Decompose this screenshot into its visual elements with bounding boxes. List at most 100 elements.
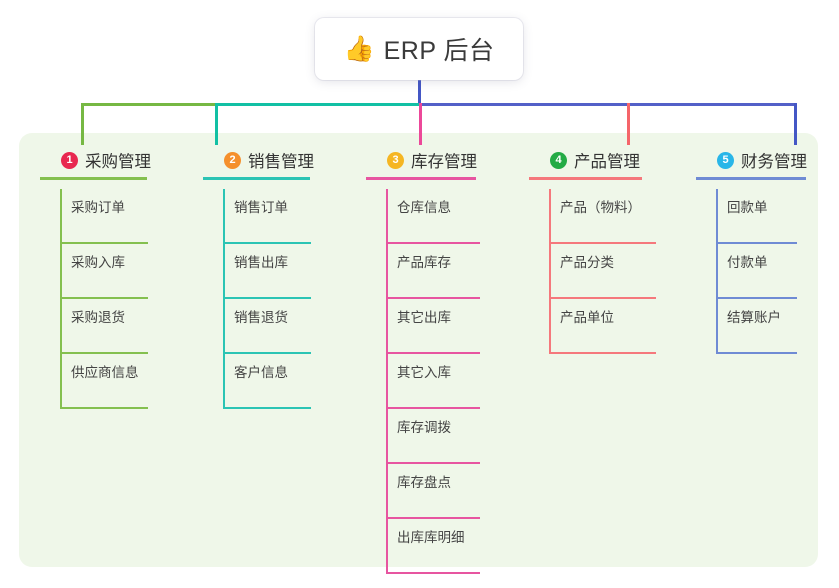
list-item[interactable]: 其它入库: [366, 354, 480, 409]
list-item-underline: [549, 352, 656, 354]
branch-column-product: 4 产品管理产品（物料） 产品分类产品单位: [529, 145, 656, 354]
thumbs-up-icon: 👍: [343, 34, 375, 63]
list-item-underline: [386, 462, 480, 464]
branch-spine-sales: [223, 189, 225, 409]
branch-header-product[interactable]: 4 产品管理: [529, 145, 642, 180]
list-item[interactable]: 采购入库: [40, 244, 151, 299]
branch-underline-procurement: [40, 177, 147, 180]
list-item[interactable]: 供应商信息: [40, 354, 151, 409]
list-item-label: 产品库存: [397, 255, 451, 270]
drop-pink: [419, 103, 422, 145]
list-item-underline: [386, 242, 480, 244]
list-item-label: 销售订单: [234, 200, 288, 215]
list-item-underline: [60, 407, 148, 409]
branch-header-procurement[interactable]: 1 采购管理: [40, 145, 151, 180]
list-item-underline: [386, 407, 480, 409]
list-item-label: 客户信息: [234, 365, 288, 380]
branch-title-procurement: 采购管理: [85, 153, 151, 171]
list-item-label: 回款单: [727, 200, 768, 215]
list-item-underline: [716, 242, 797, 244]
list-item-label: 销售退货: [234, 310, 288, 325]
list-item-label: 产品（物料）: [560, 200, 641, 215]
drop-green: [81, 103, 84, 145]
branch-items-procurement: 采购订单采购入库采购退货供应商信息: [40, 189, 151, 409]
list-item[interactable]: 销售出库: [203, 244, 314, 299]
diagram-panel: [19, 133, 818, 567]
branch-title-sales: 销售管理: [248, 153, 314, 171]
list-item-label: 库存盘点: [397, 475, 451, 490]
list-item[interactable]: 产品库存: [366, 244, 480, 299]
list-item[interactable]: 销售订单: [203, 189, 314, 244]
drop-salmon: [627, 103, 630, 145]
list-item-underline: [223, 352, 311, 354]
list-item[interactable]: 仓库信息: [366, 189, 480, 244]
list-item-underline: [386, 572, 480, 574]
bus-blue: [419, 103, 796, 106]
list-item-label: 产品单位: [560, 310, 614, 325]
list-item[interactable]: 采购订单: [40, 189, 151, 244]
list-item-underline: [223, 297, 311, 299]
branch-number-badge-product: 4: [550, 151, 567, 169]
list-item[interactable]: 出库库明细: [366, 519, 480, 574]
list-item[interactable]: 其它出库: [366, 299, 480, 354]
list-item[interactable]: 产品分类: [529, 244, 656, 299]
drop-teal: [215, 103, 218, 145]
branch-spine-inventory: [386, 189, 388, 574]
branch-items-finance: 回款单付款单结算账户: [696, 189, 807, 354]
list-item-underline: [549, 242, 656, 244]
branch-title-product: 产品管理: [574, 153, 640, 171]
list-item-underline: [549, 297, 656, 299]
list-item-label: 库存调拨: [397, 420, 451, 435]
list-item-label: 其它入库: [397, 365, 451, 380]
list-item-underline: [716, 352, 797, 354]
branch-underline-finance: [696, 177, 806, 180]
list-item[interactable]: 库存盘点: [366, 464, 480, 519]
branch-spine-procurement: [60, 189, 62, 409]
list-item-underline: [386, 297, 480, 299]
list-item-underline: [60, 242, 148, 244]
bus-teal: [215, 103, 419, 106]
drop-blue: [794, 103, 797, 145]
root-stem-connector: [418, 80, 421, 104]
list-item[interactable]: 库存调拨: [366, 409, 480, 464]
list-item-label: 销售出库: [234, 255, 288, 270]
branch-number-badge-finance: 5: [717, 151, 734, 169]
list-item-label: 仓库信息: [397, 200, 451, 215]
list-item[interactable]: 采购退货: [40, 299, 151, 354]
branch-header-inventory[interactable]: 3 库存管理: [366, 145, 477, 180]
list-item[interactable]: 客户信息: [203, 354, 314, 409]
list-item-underline: [386, 352, 480, 354]
list-item-underline: [223, 407, 311, 409]
branch-underline-product: [529, 177, 642, 180]
list-item[interactable]: 产品（物料）: [529, 189, 656, 244]
list-item-underline: [223, 242, 311, 244]
list-item-label: 供应商信息: [71, 365, 139, 380]
list-item[interactable]: 回款单: [696, 189, 807, 244]
list-item-underline: [386, 517, 480, 519]
branch-title-inventory: 库存管理: [411, 153, 477, 171]
list-item-label: 采购退货: [71, 310, 125, 325]
list-item[interactable]: 销售退货: [203, 299, 314, 354]
branch-number-badge-procurement: 1: [61, 151, 78, 169]
branch-spine-product: [549, 189, 551, 354]
list-item[interactable]: 付款单: [696, 244, 807, 299]
root-node-card[interactable]: 👍 ERP 后台: [315, 18, 523, 80]
branch-number-badge-inventory: 3: [387, 151, 404, 169]
branch-items-inventory: 仓库信息产品库存其它出库其它入库库存调拨库存盘点出库库明细: [366, 189, 480, 574]
branch-spine-finance: [716, 189, 718, 354]
branch-column-sales: 2 销售管理销售订单销售出库销售退货客户信息: [203, 145, 314, 409]
branch-number-badge-sales: 2: [224, 151, 241, 169]
list-item-underline: [60, 297, 148, 299]
branch-underline-inventory: [366, 177, 476, 180]
bus-green: [81, 103, 215, 106]
list-item-label: 结算账户: [727, 310, 781, 325]
list-item[interactable]: 产品单位: [529, 299, 656, 354]
branch-header-sales[interactable]: 2 销售管理: [203, 145, 314, 180]
branch-column-procurement: 1 采购管理采购订单采购入库采购退货供应商信息: [40, 145, 151, 409]
branch-underline-sales: [203, 177, 310, 180]
list-item[interactable]: 结算账户: [696, 299, 807, 354]
list-item-label: 产品分类: [560, 255, 614, 270]
page-title: ERP 后台: [383, 37, 495, 65]
